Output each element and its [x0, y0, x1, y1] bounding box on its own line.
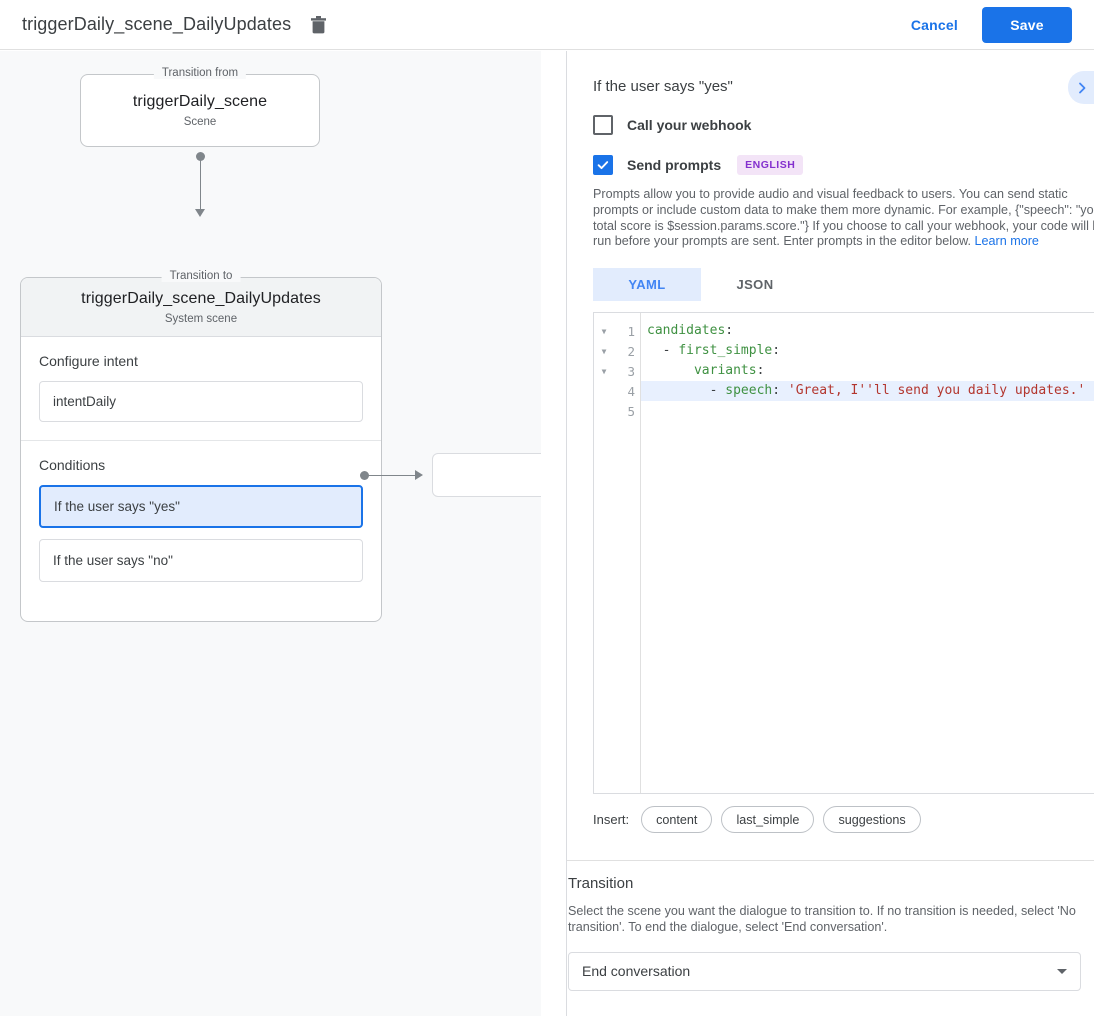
send-prompts-label: Send prompts	[627, 157, 722, 173]
node-target-clipped[interactable]	[432, 453, 541, 497]
node-to-title: triggerDaily_scene_DailyUpdates	[81, 289, 321, 307]
scene-graph-canvas[interactable]: Transition from triggerDaily_scene Scene…	[0, 51, 541, 1016]
conditions-section: Conditions If the user says "yes" If the…	[21, 440, 381, 600]
tab-json[interactable]: JSON	[701, 268, 809, 301]
insert-chip-suggestions[interactable]: suggestions	[823, 806, 921, 834]
code-token: -	[647, 383, 726, 399]
editor-format-tabs: YAML JSON	[593, 268, 1094, 302]
chevron-right-icon	[1078, 82, 1085, 93]
code-token: -	[647, 343, 679, 359]
page-title: triggerDaily_scene_DailyUpdates	[22, 14, 292, 34]
insert-chip-content[interactable]: content	[641, 806, 713, 834]
node-to-legend: Transition to	[161, 270, 241, 282]
configure-intent-section: Configure intent intentDaily	[21, 337, 381, 440]
node-from-legend: Transition from	[153, 67, 247, 79]
connector-dot-right	[360, 471, 369, 480]
connector-line-vertical	[200, 156, 201, 212]
configure-intent-label: Configure intent	[39, 353, 138, 369]
trash-icon	[310, 15, 326, 33]
section-divider	[567, 860, 1094, 861]
transition-title: Transition	[568, 875, 634, 892]
editor-line-number: 2	[627, 343, 635, 359]
editor-line-number: 4	[627, 383, 635, 399]
node-from-title: triggerDaily_scene	[132, 93, 268, 110]
fold-triangle-icon[interactable]: ▼	[601, 346, 607, 356]
detail-panel-body: If the user says "yes" Call your webhook…	[567, 51, 1094, 1016]
transition-select[interactable]: End conversation	[568, 951, 1081, 991]
panel-divider	[566, 51, 567, 1016]
app-header: triggerDaily_scene_DailyUpdates Cancel S…	[0, 0, 1094, 50]
save-button[interactable]: Save	[982, 6, 1072, 43]
conditions-label: Conditions	[39, 457, 106, 473]
editor-gutter-row: ▼2	[594, 341, 640, 361]
tab-yaml[interactable]: YAML	[593, 268, 701, 302]
condition-item-yes[interactable]: If the user says "yes"	[39, 485, 363, 528]
webhook-checkbox[interactable]	[593, 115, 613, 135]
transition-select-value: End conversation	[582, 963, 691, 980]
connector-arrow-down	[195, 209, 205, 217]
code-token: :	[772, 343, 781, 359]
connector-line-horizontal	[365, 475, 418, 476]
node-to-subtitle: System scene	[164, 312, 238, 325]
detail-title: If the user says "yes"	[593, 78, 733, 95]
prompts-description: Prompts allow you to provide audio and v…	[593, 187, 1094, 250]
code-token: :	[725, 323, 734, 339]
editor-code-line[interactable]: candidates:	[641, 321, 1094, 341]
code-token: speech	[725, 383, 773, 399]
chevron-down-icon	[1057, 968, 1067, 974]
insert-label: Insert:	[593, 812, 630, 828]
node-transition-to[interactable]: Transition to triggerDaily_scene_DailyUp…	[20, 270, 382, 622]
editor-line-number: 1	[627, 323, 635, 339]
code-token: first_simple	[678, 343, 773, 359]
expand-panel-button[interactable]	[1068, 71, 1094, 104]
delete-button[interactable]	[305, 12, 331, 38]
send-prompts-checkbox[interactable]	[593, 155, 613, 175]
language-badge: ENGLISH	[737, 155, 804, 175]
editor-gutter-row: 5	[594, 401, 640, 421]
editor-gutter-row: 4	[594, 381, 640, 401]
editor-code-area[interactable]: candidates: - first_simple: variants: - …	[641, 313, 1094, 793]
webhook-label: Call your webhook	[627, 117, 752, 133]
webhook-checkbox-row[interactable]: Call your webhook	[593, 115, 1094, 135]
editor-code-line[interactable]	[641, 401, 1094, 421]
condition-item-no[interactable]: If the user says "no"	[39, 539, 363, 582]
editor-gutter-row: ▼3	[594, 361, 640, 381]
learn-more-link[interactable]: Learn more	[974, 234, 1039, 249]
send-prompts-checkbox-row[interactable]: Send prompts ENGLISH	[593, 155, 1094, 175]
detail-panel: If the user says "yes" Call your webhook…	[541, 51, 1094, 1016]
connector-arrow-right	[415, 470, 423, 480]
insert-chip-last-simple[interactable]: last_simple	[721, 806, 815, 834]
code-token: variants	[693, 363, 757, 379]
code-token: :	[756, 363, 765, 379]
prompts-description-text: Prompts allow you to provide audio and v…	[593, 187, 1094, 249]
editor-code-line[interactable]: - first_simple:	[641, 341, 1094, 361]
code-token: :	[772, 383, 788, 399]
check-icon	[597, 161, 609, 170]
editor-line-number: 5	[627, 403, 635, 419]
editor-gutter-row: ▼1	[594, 321, 640, 341]
transition-description: Select the scene you want the dialogue t…	[568, 904, 1076, 934]
transition-section: Transition Select the scene you want the…	[542, 875, 1094, 991]
fold-triangle-icon[interactable]: ▼	[601, 326, 607, 336]
code-token	[647, 363, 694, 378]
editor-code-line[interactable]: - speech: 'Great, I''ll send you daily u…	[641, 381, 1094, 402]
node-transition-from[interactable]: Transition from triggerDaily_scene Scene	[80, 67, 320, 147]
node-to-header: triggerDaily_scene_DailyUpdates System s…	[21, 278, 381, 337]
insert-chips-row: Insert: content last_simple suggestions	[593, 806, 1094, 834]
cancel-button[interactable]: Cancel	[897, 9, 972, 41]
intent-value-box[interactable]: intentDaily	[39, 381, 363, 422]
editor-line-number: 3	[627, 363, 635, 379]
code-token: candidates	[647, 323, 726, 339]
node-from-subtitle: Scene	[183, 116, 217, 128]
editor-code-line[interactable]: variants:	[641, 361, 1094, 381]
code-token: 'Great, I''ll send you daily updates.'	[787, 383, 1086, 399]
fold-triangle-icon[interactable]: ▼	[601, 366, 607, 376]
